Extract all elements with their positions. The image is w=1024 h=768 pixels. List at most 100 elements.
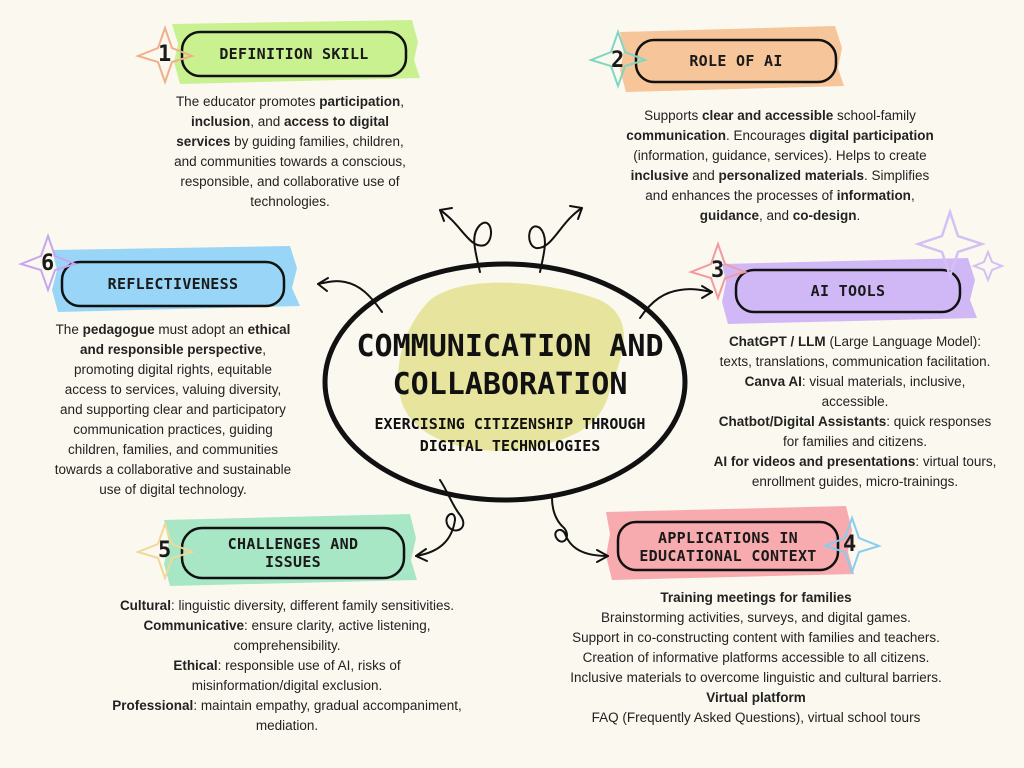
bold-text: personalized materials: [718, 168, 865, 183]
text-line: enrollment guides, micro-trainings.: [690, 472, 1020, 492]
text-line: comprehensibility.: [72, 636, 502, 656]
text-line: The educator promotes participation,: [140, 92, 440, 112]
text-line: Inclusive materials to overcome linguist…: [522, 668, 990, 688]
text: The: [55, 322, 83, 337]
bold-text: pedagogue: [82, 322, 155, 337]
text-line: responsible, and collaborative use of: [140, 172, 440, 192]
center-title: COMMUNICATION AND COLLABORATION: [350, 328, 670, 404]
text-line: Supports clear and accessible school-fam…: [590, 106, 970, 126]
text-line: Virtual platform: [522, 688, 990, 708]
section-2-number: 2: [611, 48, 625, 73]
center-splash: [398, 282, 624, 451]
section-1-number: 1: [158, 42, 172, 67]
text: accessible.: [821, 394, 889, 409]
section-5-number: 5: [158, 538, 172, 563]
text-line: misinformation/digital exclusion.: [72, 676, 502, 696]
bold-text: communication: [626, 128, 726, 143]
text: (information, guidance, services). Helps…: [633, 148, 927, 163]
text-line: use of digital technology.: [28, 480, 318, 500]
text: .: [856, 208, 861, 223]
text-line: guidance, and co-design.: [590, 206, 970, 226]
section-3-title: AI TOOLS: [810, 282, 886, 300]
text: : virtual tours,: [915, 454, 997, 469]
center-ellipse: [322, 261, 688, 503]
text: ,: [910, 188, 915, 203]
bold-text: Ethical: [173, 658, 218, 673]
text: for families and citizens.: [782, 434, 928, 449]
text: must adopt an: [154, 322, 248, 337]
text-line: Support in co-constructing content with …: [522, 628, 990, 648]
text: , and: [250, 114, 284, 129]
section-6-title: REFLECTIVENESS: [107, 275, 239, 293]
bold-text: clear and accessible: [701, 108, 834, 123]
bold-text: Chatbot/Digital Assistants: [718, 414, 887, 429]
section-4-title-line2: EDUCATIONAL CONTEXT: [639, 547, 817, 565]
text-line: and supporting clear and participatory: [28, 400, 318, 420]
text-line: mediation.: [72, 716, 502, 736]
text: misinformation/digital exclusion.: [191, 678, 383, 693]
bold-text: Virtual platform: [706, 690, 806, 705]
bold-text: Cultural: [119, 598, 171, 613]
bold-text: access to digital: [284, 114, 390, 129]
text: ,: [400, 94, 405, 109]
text-line: Ethical: responsible use of AI, risks of: [72, 656, 502, 676]
text: school-family: [833, 108, 916, 123]
text-line: Creation of informative platforms access…: [522, 648, 990, 668]
bold-text: ethical: [247, 322, 291, 337]
brush-strokes: [52, 20, 977, 586]
text-line: Cultural: linguistic diversity, differen…: [72, 596, 502, 616]
section-5-title: CHALLENGES AND ISSUES: [182, 535, 404, 571]
section-4-title-line1: APPLICATIONS IN: [658, 529, 798, 547]
text-line: Training meetings for families: [522, 588, 990, 608]
bold-text: Professional: [112, 698, 194, 713]
text-line: ChatGPT / LLM (Large Language Model):: [690, 332, 1020, 352]
text: FAQ (Frequently Asked Questions), virtua…: [591, 710, 921, 725]
text: towards a collaborative and sustainable: [54, 462, 292, 477]
text: Support in co-constructing content with …: [572, 630, 940, 645]
bold-text: Training meetings for families: [660, 590, 852, 605]
section-3-number: 3: [711, 258, 725, 283]
text: The educator promotes: [175, 94, 320, 109]
center-subtitle-line1: EXERCISING CITIZENSHIP THROUGH: [374, 415, 646, 433]
bold-text: Canva AI: [744, 374, 802, 389]
section-4-number: 4: [843, 532, 857, 557]
text-line: children, families, and communities: [28, 440, 318, 460]
text: : quick responses: [886, 414, 992, 429]
text: : ensure clarity, active listening,: [243, 618, 431, 633]
bold-text: co-design: [792, 208, 857, 223]
text: communication practices, guiding: [73, 422, 273, 437]
text-line: Canva AI: visual materials, inclusive,: [690, 372, 1020, 392]
text: : maintain empathy, gradual accompanimen…: [193, 698, 462, 713]
bold-text: information: [836, 188, 911, 203]
center-title-line1: COMMUNICATION AND: [356, 329, 664, 364]
text-line: inclusion, and access to digital: [140, 112, 440, 132]
text: ,: [262, 342, 267, 357]
bold-text: participation: [319, 94, 401, 109]
text-line: Professional: maintain empathy, gradual …: [72, 696, 502, 716]
text-line: and responsible perspective,: [28, 340, 318, 360]
text: . Encourages: [725, 128, 810, 143]
text-line: and enhances the processes of informatio…: [590, 186, 970, 206]
section-6-text: The pedagogue must adopt an ethical and r…: [28, 320, 318, 500]
section-3-text: ChatGPT / LLM (Large Language Model): tex…: [690, 332, 1020, 492]
text-line: access to services, valuing diversity,: [28, 380, 318, 400]
text: promoting digital rights, equitable: [73, 362, 273, 377]
section-2-text: Supports clear and accessible school-fam…: [590, 106, 970, 226]
text: and enhances the processes of: [645, 188, 837, 203]
text: Creation of informative platforms access…: [582, 650, 930, 665]
text: : visual materials, inclusive,: [801, 374, 966, 389]
text: texts, translations, communication facil…: [719, 354, 991, 369]
text-line: promoting digital rights, equitable: [28, 360, 318, 380]
text: (Large Language Model):: [825, 334, 982, 349]
text-line: towards a collaborative and sustainable: [28, 460, 318, 480]
text: Inclusive materials to overcome linguist…: [570, 670, 942, 685]
text: and communities towards a conscious,: [174, 154, 406, 169]
section-5-text: Cultural: linguistic diversity, differen…: [72, 596, 502, 736]
text: and: [688, 168, 719, 183]
text-line: AI for videos and presentations: virtual…: [690, 452, 1020, 472]
text: : linguistic diversity, different family…: [170, 598, 455, 613]
bold-text: AI for videos and presentations: [713, 454, 916, 469]
